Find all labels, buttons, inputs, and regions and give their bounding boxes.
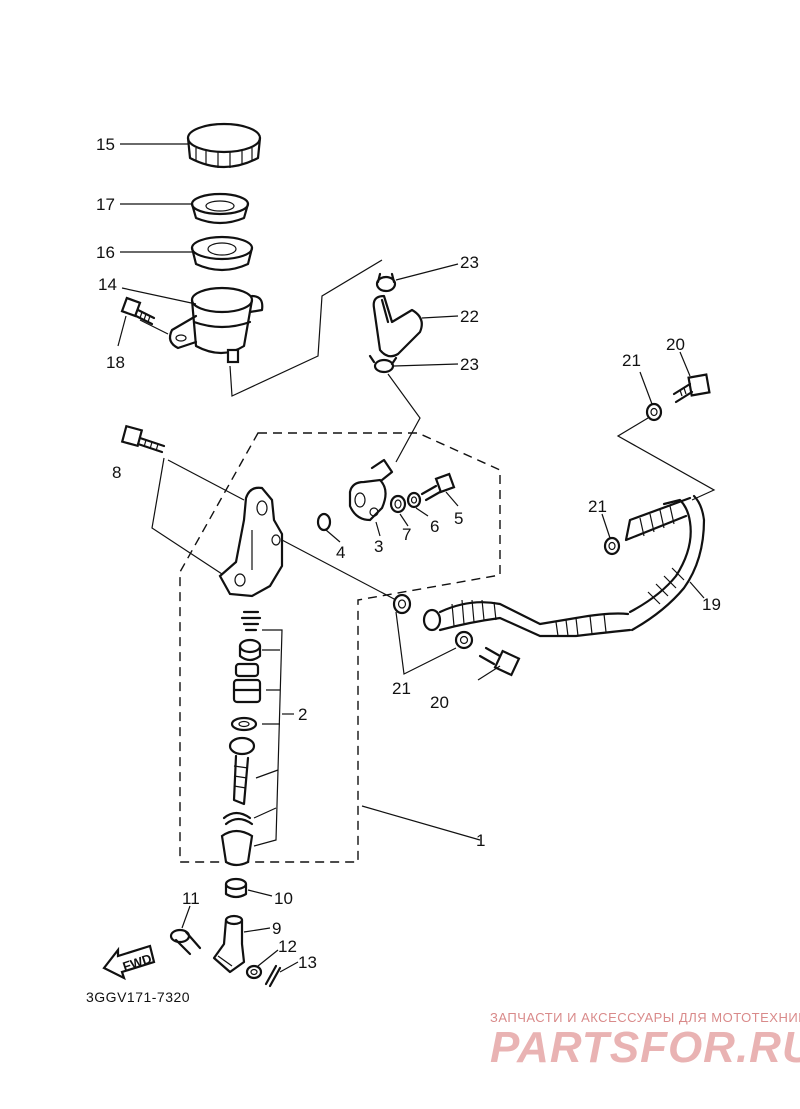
callout-18: 18 (106, 315, 127, 372)
callout-3: 3 (374, 521, 383, 556)
reservoir-hose (372, 294, 423, 358)
diaphragm (190, 235, 254, 272)
svg-text:14: 14 (98, 275, 117, 294)
svg-text:21: 21 (392, 679, 411, 698)
callout-23-lower: 23 (393, 355, 479, 374)
union-bolt-upper (672, 373, 711, 404)
svg-text:4: 4 (336, 543, 345, 562)
svg-text:21: 21 (622, 351, 641, 370)
svg-text:11: 11 (182, 889, 200, 908)
svg-text:15: 15 (96, 135, 115, 154)
diaphragm-plate (190, 192, 250, 225)
clevis-pin (169, 928, 202, 956)
callout-12: 12 (257, 937, 297, 967)
callout-9: 9 (243, 919, 281, 938)
callout-7: 7 (399, 513, 411, 544)
fwd-arrow-icon: FWD (102, 944, 156, 981)
svg-text:18: 18 (106, 353, 125, 372)
callout-4: 4 (325, 529, 345, 562)
clevis-nut (224, 877, 248, 899)
callout-17: 17 (96, 195, 192, 214)
svg-text:21: 21 (588, 497, 607, 516)
callout-14: 14 (98, 275, 197, 305)
callout-11: 11 (181, 889, 200, 929)
svg-text:17: 17 (96, 195, 115, 214)
crush-washer-left (392, 593, 412, 615)
callout-10: 10 (247, 889, 293, 908)
reservoir-tank (168, 286, 264, 364)
callout-13: 13 (279, 953, 317, 973)
washer-7 (389, 494, 407, 514)
callout-16: 16 (96, 243, 192, 262)
callout-21-mid: 21 (588, 497, 611, 539)
callout-6: 6 (415, 507, 439, 536)
svg-text:3: 3 (374, 537, 383, 556)
svg-text:2: 2 (298, 705, 307, 724)
cotter-pin (264, 964, 282, 988)
callout-5: 5 (445, 491, 463, 528)
callout-20-lower: 20 (430, 665, 501, 712)
svg-text:8: 8 (112, 463, 121, 482)
hose-clamp-upper (375, 272, 397, 293)
callout-23-upper: 23 (395, 253, 479, 281)
o-ring (316, 512, 332, 532)
crush-washer-mid (603, 536, 621, 556)
crush-washer-upper (645, 402, 663, 422)
watermark-tagline: ЗАПЧАСТИ И АКСЕССУАРЫ ДЛЯ МОТОТЕХНИКИ (490, 1010, 800, 1025)
svg-text:20: 20 (430, 693, 449, 712)
watermark-logo: PARTSFOR.RU (490, 1023, 800, 1072)
mounting-bolt (120, 424, 166, 454)
svg-text:10: 10 (274, 889, 293, 908)
callout-19: 19 (689, 581, 721, 614)
assembly-outline (179, 432, 501, 863)
svg-text:7: 7 (402, 525, 411, 544)
svg-text:20: 20 (666, 335, 685, 354)
clevis-washer (245, 964, 263, 980)
callout-20-upper: 20 (666, 335, 691, 377)
piston-kit (220, 610, 262, 867)
brake-hose (422, 494, 706, 638)
master-cylinder-body (218, 486, 284, 598)
svg-text:13: 13 (298, 953, 317, 972)
washer-6 (406, 491, 422, 509)
callout-8: 8 (112, 463, 121, 482)
svg-text:1: 1 (476, 831, 485, 850)
callout-2: 2 (298, 705, 307, 724)
union-bolt-lower (478, 646, 521, 677)
svg-text:23: 23 (460, 355, 479, 374)
svg-text:5: 5 (454, 509, 463, 528)
crush-washer-lower (454, 630, 474, 650)
drawing-code: 3GGV171-7320 (86, 989, 190, 1005)
svg-text:19: 19 (702, 595, 721, 614)
callout-22: 22 (421, 307, 479, 326)
svg-text:9: 9 (272, 919, 281, 938)
reservoir-cap (186, 122, 262, 168)
joint-screw (420, 472, 456, 502)
hose-joint (348, 458, 394, 522)
hose-clamp-lower (368, 354, 398, 374)
svg-text:16: 16 (96, 243, 115, 262)
callout-1: 1 (476, 831, 485, 850)
svg-text:22: 22 (460, 307, 479, 326)
svg-text:23: 23 (460, 253, 479, 272)
callout-21-upper: 21 (622, 351, 653, 405)
clevis (212, 914, 246, 974)
callout-15: 15 (96, 135, 188, 154)
svg-text:12: 12 (278, 937, 297, 956)
reservoir-bolt (120, 296, 156, 326)
svg-text:6: 6 (430, 517, 439, 536)
callout-21-lower: 21 (392, 679, 411, 698)
